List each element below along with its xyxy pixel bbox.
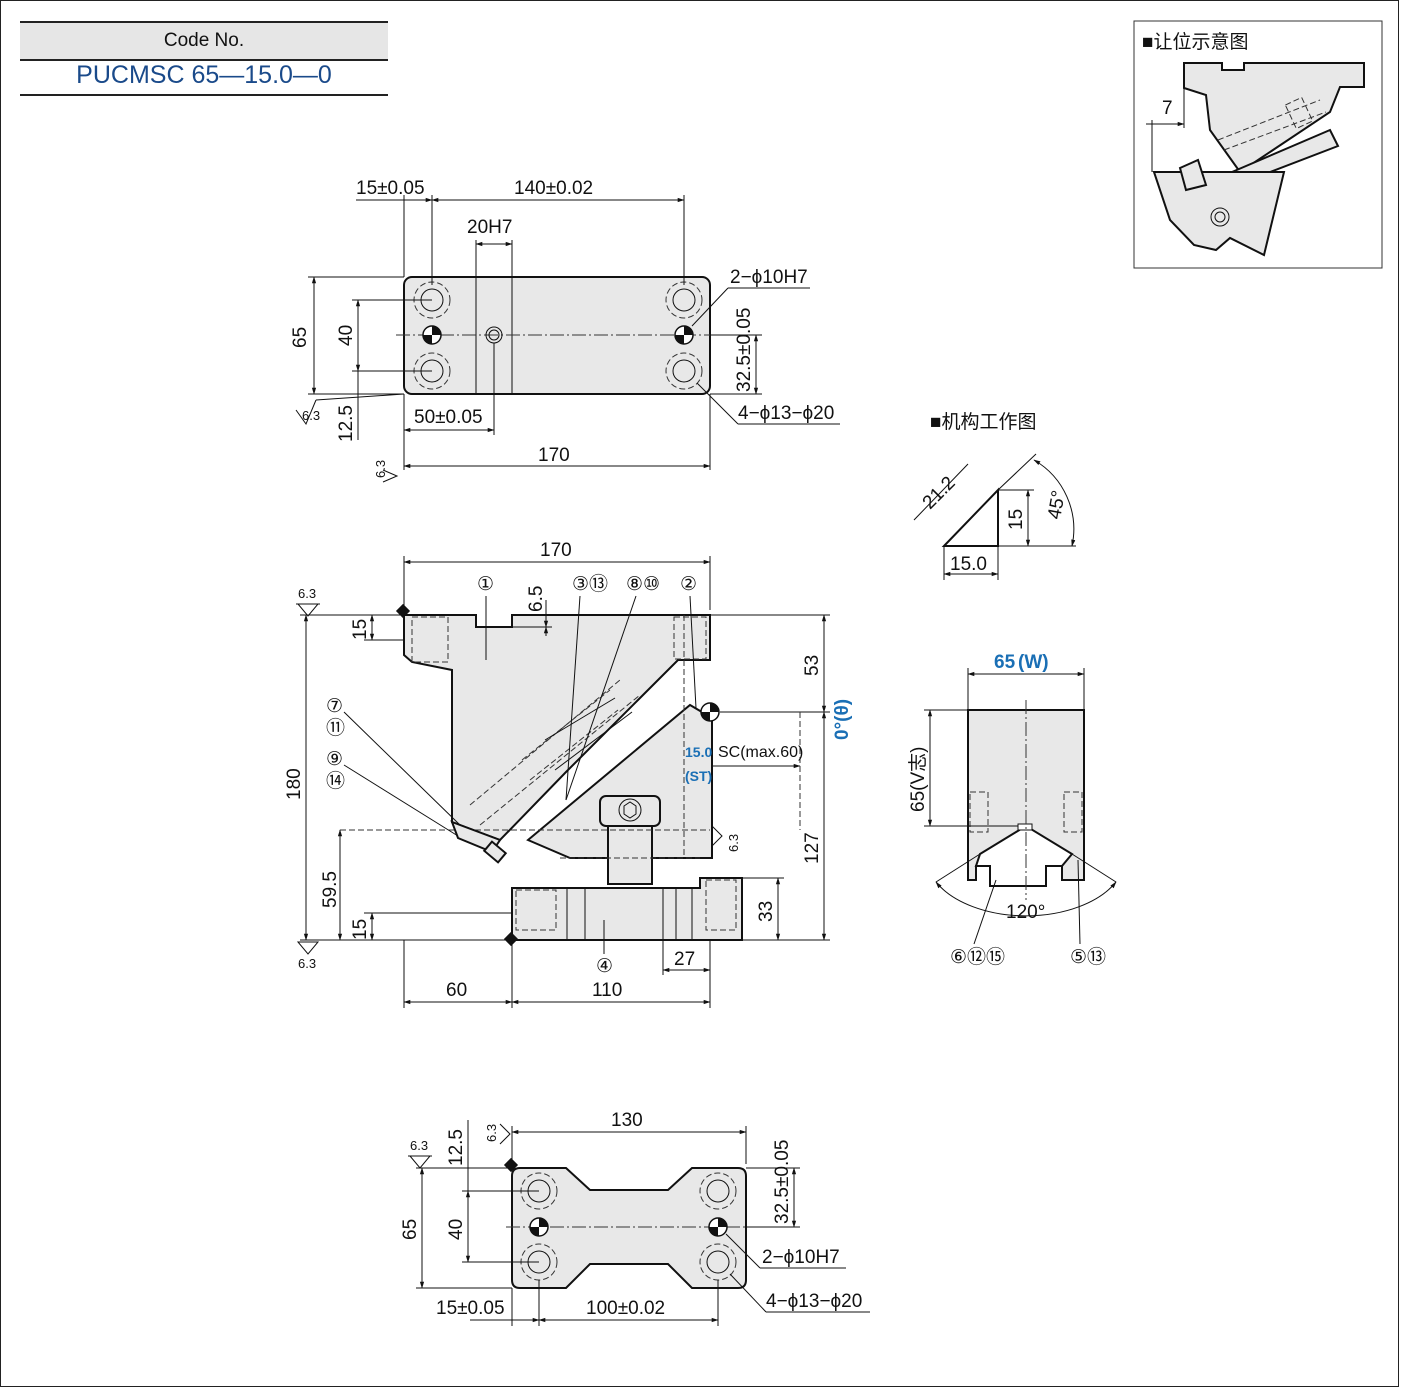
mechanism-inset: ■机构工作图 21.2 15 45° 15.0 xyxy=(913,411,1076,580)
dim-170: 170 xyxy=(540,540,572,561)
roughness-icon: 6.3 6.3 6.3 xyxy=(296,586,741,971)
side-view: 65 (W) 65(V志) 120° ⑥⑫⑮ ⑤⑬ xyxy=(907,652,1117,968)
dim-170: 170 xyxy=(538,445,570,466)
slider-block xyxy=(526,703,713,859)
bottom-view-plate xyxy=(511,1167,747,1289)
balloon-7: ⑦ xyxy=(326,696,343,717)
pivot-point-icon xyxy=(700,702,720,722)
dim-33: 33 xyxy=(756,901,777,922)
dim-sc: SC(max.60) xyxy=(718,744,803,761)
guide-post xyxy=(607,825,653,885)
roughness-icon: 6.3 6.3 xyxy=(408,1123,519,1173)
svg-text:6.3: 6.3 xyxy=(298,586,316,601)
dim-15: 15±0.05 xyxy=(356,178,425,199)
mech-base: 15.0 xyxy=(950,554,987,575)
code-no-label: Code No. xyxy=(20,21,388,61)
mechanism-triangle xyxy=(941,487,999,547)
balloon-11: ⑪ xyxy=(326,717,345,739)
clearance-dim: 7 xyxy=(1162,98,1173,119)
dim-15: 15±0.05 xyxy=(436,1298,505,1319)
svg-text:6.3: 6.3 xyxy=(484,1124,499,1142)
dim-20h7: 20H7 xyxy=(467,217,512,238)
dim-59-5: 59.5 xyxy=(320,871,341,908)
dim-127: 127 xyxy=(802,832,823,864)
holder-block xyxy=(403,614,711,842)
dowel-pin-icon xyxy=(422,325,694,345)
balloon-9: ⑨ xyxy=(326,749,343,770)
dowel-pin-icon xyxy=(529,1217,728,1237)
bottom-view: 130 65 40 12.5 15±0.05 100±0.02 32.5±0.0… xyxy=(400,1110,870,1326)
angle-theta: 0°(θ) xyxy=(832,699,853,740)
roughness-icon: 6.3 6.3 xyxy=(295,393,405,483)
note-dowel: 2−ϕ10H7 xyxy=(730,267,808,288)
svg-text:6.3: 6.3 xyxy=(726,834,741,852)
svg-text:6.3: 6.3 xyxy=(410,1138,428,1153)
dim-130: 130 xyxy=(611,1110,643,1131)
front-view: ① ③⑬ ⑧⑩ ② ⑦ ⑪ ⑨ ⑭ ④ 170 6.5 15 180 xyxy=(284,540,853,1008)
clearance-title: ■让位示意图 xyxy=(1142,31,1248,53)
dim-65: 65 xyxy=(290,327,311,348)
dim-40: 40 xyxy=(446,1219,467,1240)
dim-100: 100±0.02 xyxy=(586,1298,665,1319)
note-holes: 4−ϕ13−ϕ20 xyxy=(738,403,834,424)
dim-stroke: 15.0 xyxy=(685,744,712,760)
clearance-inset: ■让位示意图 7 xyxy=(1133,20,1383,269)
side-balloons-left: ⑥⑫⑮ xyxy=(950,946,1005,968)
top-view: 15±0.05 140±0.02 20H7 65 40 12.5 50±0.05… xyxy=(290,178,840,483)
balloon-3-13: ③⑬ xyxy=(572,573,608,595)
dim-40: 40 xyxy=(336,325,357,346)
mechanism-title: ■机构工作图 xyxy=(930,411,1036,433)
balloon-1: ① xyxy=(477,574,494,595)
balloon-4: ④ xyxy=(596,956,613,977)
mech-height: 15 xyxy=(1006,509,1027,530)
svg-text:6.3: 6.3 xyxy=(373,460,388,478)
balloon-8-10: ⑧⑩ xyxy=(626,574,660,595)
mech-angle: 45° xyxy=(1044,489,1070,521)
dim-65: 65 xyxy=(400,1219,421,1240)
side-angle: 120° xyxy=(1006,902,1045,923)
note-holes: 4−ϕ13−ϕ20 xyxy=(766,1291,862,1312)
balloon-2: ② xyxy=(680,574,697,595)
dim-15-top: 15 xyxy=(350,619,371,640)
dim-stroke-label: (ST) xyxy=(685,768,712,784)
dim-60: 60 xyxy=(446,980,467,1001)
side-width-label: (W) xyxy=(1018,652,1049,673)
dim-12-5: 12.5 xyxy=(336,405,357,442)
side-height: 65(V志) xyxy=(907,747,929,812)
dim-15-bot: 15 xyxy=(350,919,371,940)
svg-text:6.3: 6.3 xyxy=(302,408,320,423)
balloon-14: ⑭ xyxy=(326,770,345,792)
base-block xyxy=(511,877,743,941)
dim-6-5: 6.5 xyxy=(526,586,547,612)
side-width: 65 xyxy=(994,652,1016,673)
dim-50: 50±0.05 xyxy=(414,407,483,428)
dim-110: 110 xyxy=(592,980,622,1001)
svg-text:6.3: 6.3 xyxy=(298,956,316,971)
dim-140: 140±0.02 xyxy=(514,178,593,199)
dim-53: 53 xyxy=(802,655,823,676)
code-no-value: PUCMSC 65—15.0—0 xyxy=(20,57,388,96)
dim-32-5: 32.5±0.05 xyxy=(772,1140,793,1224)
dim-27: 27 xyxy=(674,949,695,970)
dim-180: 180 xyxy=(284,768,305,800)
dim-32-5: 32.5±0.05 xyxy=(734,308,755,392)
side-balloons-right: ⑤⑬ xyxy=(1070,946,1106,968)
note-dowel: 2−ϕ10H7 xyxy=(762,1247,840,1268)
dim-12-5: 12.5 xyxy=(446,1129,467,1166)
